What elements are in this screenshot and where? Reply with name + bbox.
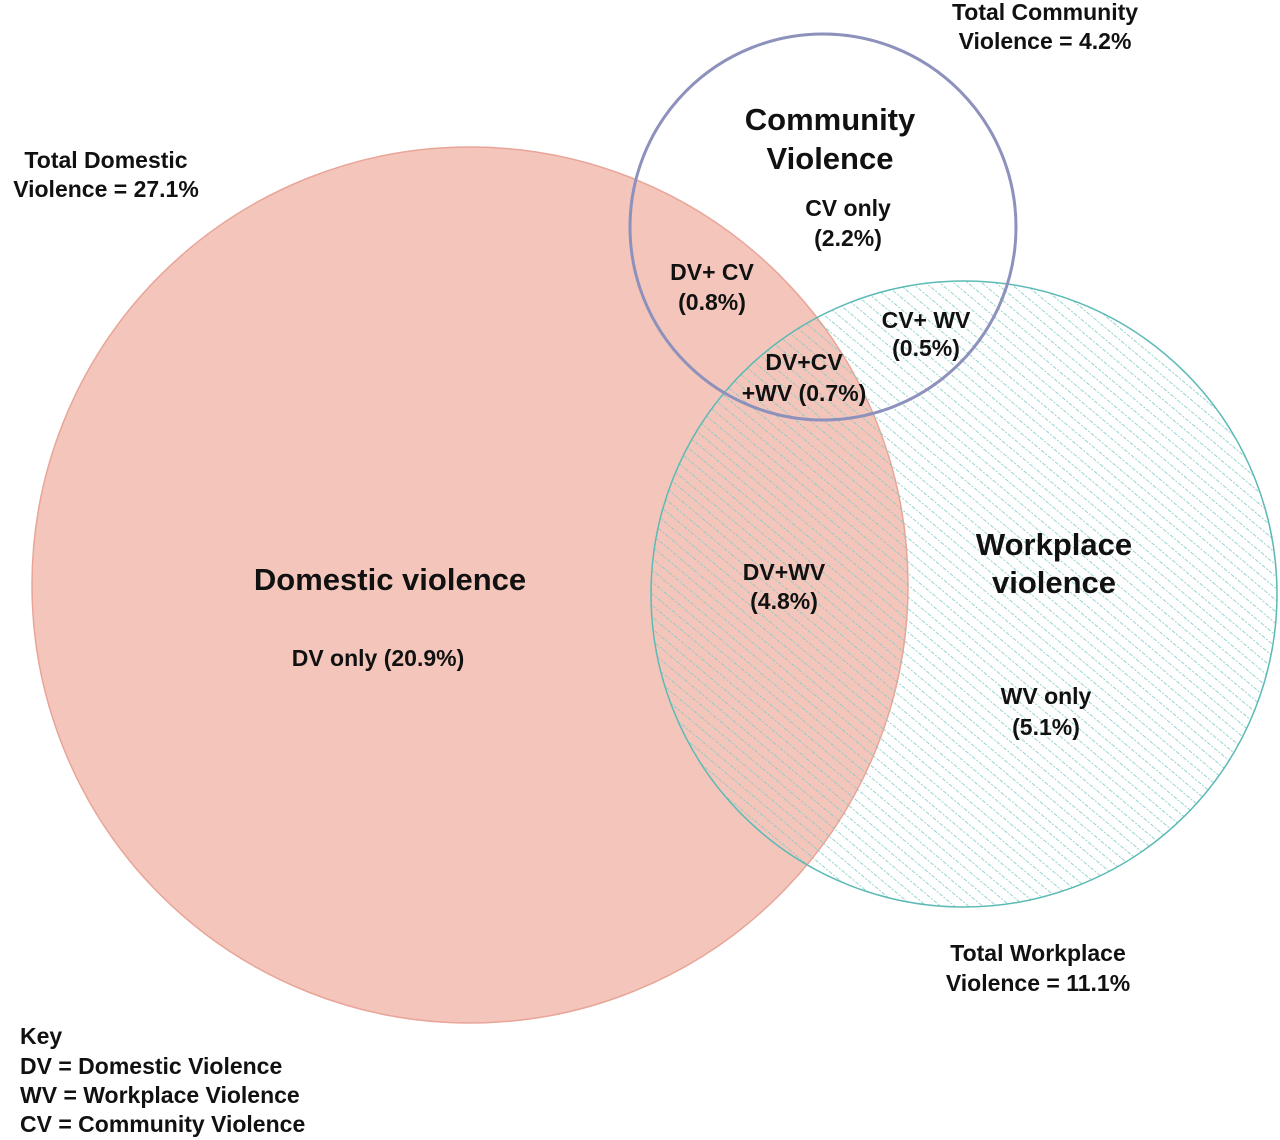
key-item-cv: CV = Community Violence <box>20 1111 305 1137</box>
text-line: (0.8%) <box>678 289 746 315</box>
text-line: DV+WV <box>743 559 826 585</box>
key-item-dv: DV = Domestic Violence <box>20 1053 282 1079</box>
text-line: CV only <box>805 195 891 221</box>
text-line: Violence = 11.1% <box>946 970 1130 996</box>
text-line: Community <box>745 102 916 137</box>
region-dv-cv-wv: DV+CV +WV (0.7%) <box>742 349 867 406</box>
text-line: WV only <box>1001 683 1092 709</box>
text-line: Domestic violence <box>254 562 526 597</box>
text-line: DV+CV <box>765 349 843 375</box>
key-item-wv: WV = Workplace Violence <box>20 1082 300 1108</box>
region-wv-only: WV only (5.1%) <box>1001 683 1092 740</box>
region-cv-wv: CV+ WV(0.5%) <box>882 307 971 361</box>
text-line: DV+ CV <box>670 259 754 285</box>
text-line: Violence = 4.2% <box>959 28 1132 54</box>
region-dv-wv: DV+WV (4.8%) <box>743 559 826 614</box>
text-line: Total Domestic <box>24 147 187 173</box>
text-line: (5.1%) <box>1012 714 1080 740</box>
text-line: (0.5%) <box>892 335 960 361</box>
key-heading: Key <box>20 1023 62 1049</box>
text-line: violence <box>992 565 1116 600</box>
community-violence-circle <box>628 32 1018 422</box>
text-line: Total Workplace <box>950 940 1126 966</box>
text-line: CV+ WV <box>882 307 971 333</box>
region-dv-cv: DV+ CV (0.8%) <box>670 259 754 315</box>
text-line: (4.8%) <box>750 588 818 614</box>
text-line: +WV (0.7%) <box>742 380 867 406</box>
region-cv-only: CV only (2.2%) <box>805 195 891 251</box>
text-line: Violence = 27.1% <box>13 176 199 202</box>
workplace-violence-circle <box>650 280 1278 908</box>
text-line: DV only (20.9%) <box>292 645 465 671</box>
region-dv-only: DV only (20.9%) <box>292 645 465 671</box>
text-line: Workplace <box>976 527 1132 562</box>
text-line: Total Community <box>952 0 1138 25</box>
text-line: Violence <box>767 141 894 176</box>
domestic-violence-title: Domestic violence <box>254 562 526 597</box>
text-line: (2.2%) <box>814 225 882 251</box>
